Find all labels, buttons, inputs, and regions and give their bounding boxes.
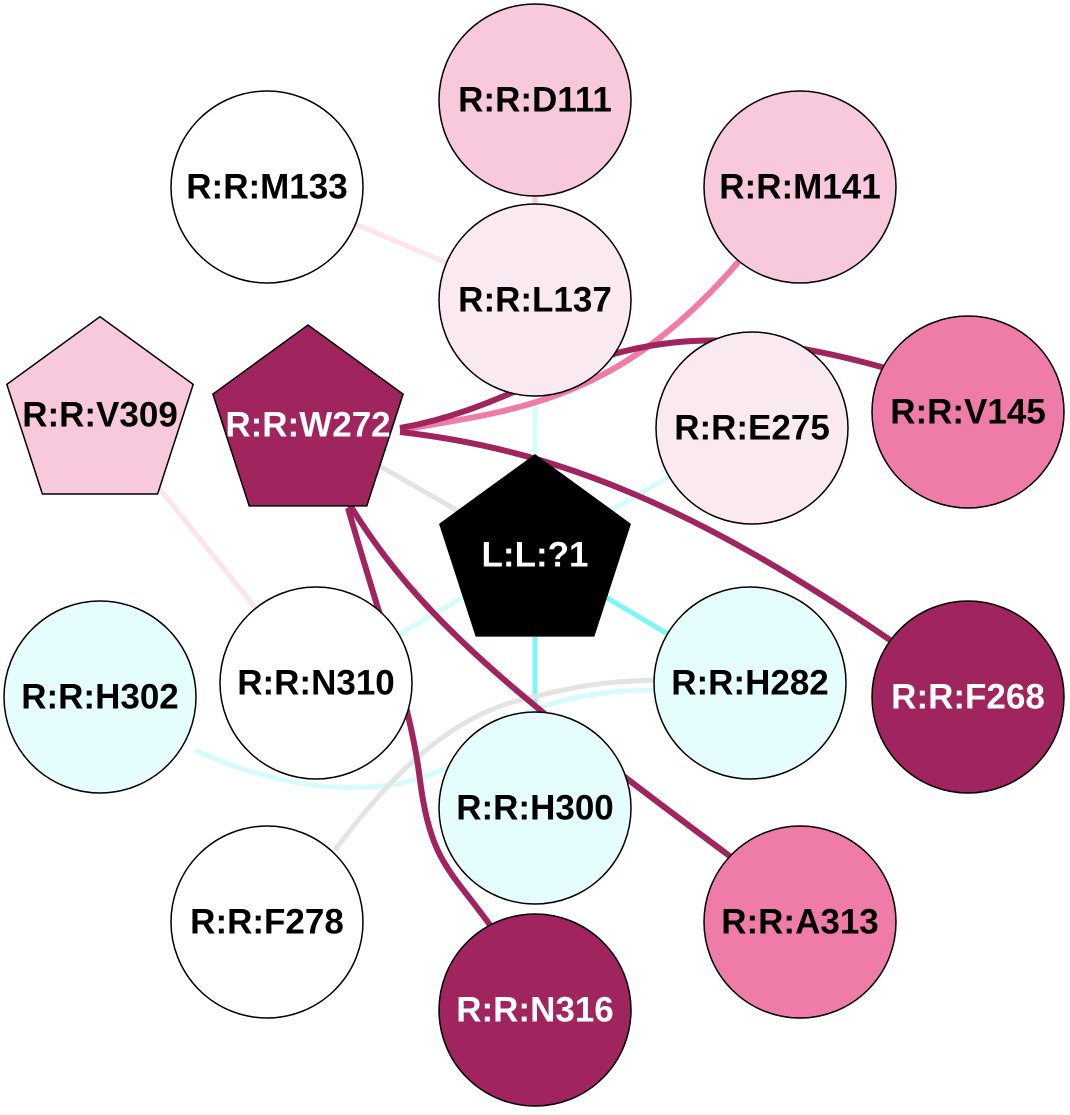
node-f268[interactable]: R:R:F268 [871,600,1065,794]
node-n310[interactable]: R:R:N310 [219,586,413,780]
node-v145[interactable]: R:R:V145 [871,315,1065,509]
circle-shape [871,315,1065,509]
node-f278[interactable]: R:R:F278 [170,825,364,1019]
node-label: R:R:W272 [225,405,390,444]
node-label: R:R:L137 [458,280,612,319]
node-l1[interactable]: L:L:?1 [439,454,631,637]
node-h302[interactable]: R:R:H302 [3,600,197,794]
circle-shape [170,90,364,284]
circle-shape [438,913,632,1107]
circle-shape [655,331,849,525]
node-m141[interactable]: R:R:M141 [703,90,897,284]
circle-shape [170,825,364,1019]
node-n316[interactable]: R:R:N316 [438,913,632,1107]
circle-shape [438,711,632,905]
node-label: L:L:?1 [482,535,589,574]
node-e275[interactable]: R:R:E275 [655,331,849,525]
node-label: R:R:E275 [674,408,830,447]
node-label: R:R:N310 [237,663,395,702]
node-h282[interactable]: R:R:H282 [653,586,847,780]
circle-shape [871,600,1065,794]
pentagon-shape [5,315,195,495]
pentagon-shape [212,324,404,507]
node-m133[interactable]: R:R:M133 [170,90,364,284]
node-label: R:R:H302 [21,677,179,716]
circle-shape [703,825,897,1019]
node-l137[interactable]: R:R:L137 [438,203,632,397]
node-label: R:R:D111 [458,80,612,119]
edge-f278-h282 [333,677,656,852]
node-label: R:R:N316 [456,990,614,1029]
circle-shape [703,90,897,284]
node-label: R:R:M133 [186,167,347,206]
edge-w272-n316 [345,507,493,927]
node-h300[interactable]: R:R:H300 [438,711,632,905]
circle-shape [438,203,632,397]
circle-shape [653,586,847,780]
circle-shape [438,3,632,197]
node-label: R:R:V145 [890,392,1046,431]
circle-shape [3,600,197,794]
node-v309[interactable]: R:R:V309 [5,315,195,495]
node-label: R:R:M141 [719,167,880,206]
circle-shape [219,586,413,780]
node-label: R:R:H300 [456,788,614,827]
node-w272[interactable]: R:R:W272 [212,324,404,507]
node-label: R:R:F268 [891,677,1045,716]
node-label: R:R:F278 [190,902,344,941]
edge-w272-a313 [347,503,737,863]
node-label: R:R:V309 [22,395,178,434]
node-label: R:R:H282 [671,663,829,702]
node-a313[interactable]: R:R:A313 [703,825,897,1019]
pentagon-shape [439,454,631,637]
node-d111[interactable]: R:R:D111 [438,3,632,197]
edge-w272-f268 [399,429,892,643]
node-label: R:R:A313 [721,902,879,941]
